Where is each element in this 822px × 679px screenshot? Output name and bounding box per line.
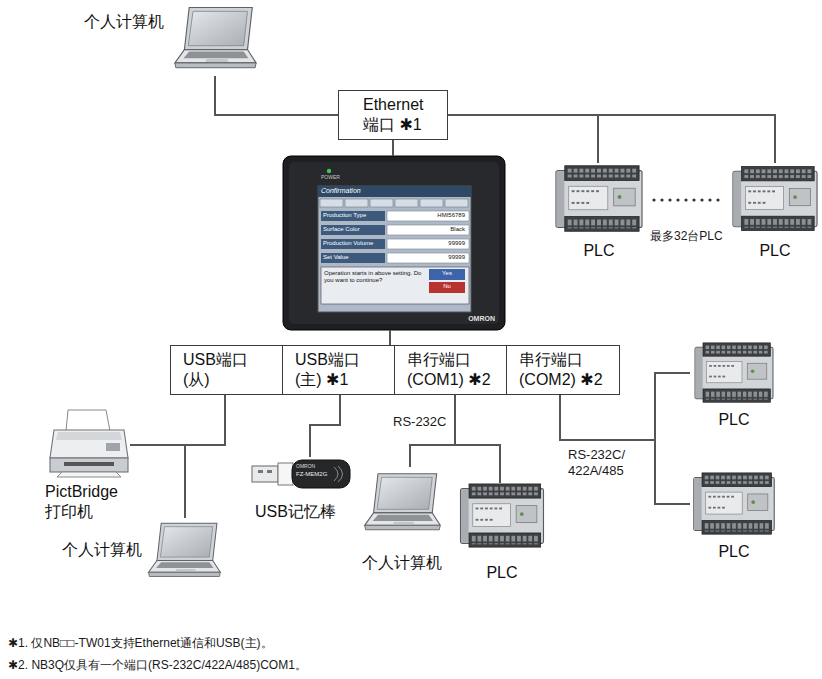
brand-logo: OMRON: [468, 315, 495, 323]
field-name: Production Type: [323, 212, 366, 219]
port-box: 串行端口 (COM1) ✱2: [394, 345, 508, 395]
cable-line: [560, 395, 690, 504]
plc: PLC: [555, 163, 643, 235]
cable-line: [392, 140, 394, 156]
plc-picture: [556, 166, 642, 232]
laptop-picture: [365, 474, 441, 530]
screen-title: Confirmation: [321, 187, 361, 195]
cable-line: [185, 395, 225, 518]
laptop: 个人计算机: [172, 4, 258, 76]
laptop-picture: [149, 523, 221, 576]
plc-picture: [694, 473, 774, 534]
plc-picture: [695, 343, 773, 402]
device-label: PictBridge 打印机: [45, 482, 131, 522]
field-value: Black: [450, 226, 465, 233]
button-label: Yes: [429, 270, 465, 277]
port-box: Ethernet 端口 ✱1: [338, 90, 448, 140]
cable-line: [310, 395, 340, 457]
device-label: 个人计算机: [84, 12, 168, 32]
plc: PLC: [690, 472, 778, 536]
device-label: USB记忆棒: [255, 502, 355, 522]
field-name: Set Value: [323, 254, 349, 261]
plc: PLC: [690, 342, 778, 404]
device-label: PLC: [690, 410, 778, 430]
port-box: USB端口 (从): [170, 345, 284, 395]
field-value: 99999: [448, 254, 465, 261]
printer: PictBridge 打印机: [48, 408, 130, 478]
device-label: PLC: [732, 241, 818, 261]
footnote: ✱2. NB3Q仅具有一个端口(RS-232C/422A/485)COM1。: [8, 658, 307, 672]
cable-line: [130, 395, 225, 445]
field-name: Surface Color: [323, 226, 360, 233]
port-label: USB端口 (主) ✱1: [295, 350, 387, 390]
hmi-panel: POWER ConfirmationProduction Type HMI56789…: [283, 156, 505, 330]
usb-stick-picture: [252, 460, 350, 488]
cable-line: [410, 395, 455, 467]
brand-print: OMRON: [296, 463, 315, 469]
footnote: ✱1. 仅NB□□-TW01支持Ethernet通信和USB(主)。: [8, 636, 273, 650]
field-value: 99999: [448, 240, 465, 247]
port-label: 串行端口 (COM1) ✱2: [407, 350, 499, 390]
device-label: 个人计算机: [62, 540, 144, 560]
cable-line: [455, 395, 500, 483]
printer-picture: [50, 410, 128, 477]
port-label: Ethernet 端口 ✱1: [363, 95, 441, 135]
ellipsis-dots: [652, 198, 719, 201]
plc: PLC: [732, 163, 818, 235]
cable-line: [448, 115, 598, 163]
laptop-picture: [175, 8, 256, 68]
plc-picture: [461, 484, 544, 547]
port-box: 串行端口 (COM2) ✱2: [506, 345, 620, 395]
dialog-text: Operation starts in above setting. Do yo…: [324, 270, 424, 284]
cable-line: [448, 115, 775, 163]
device-label: PLC: [555, 241, 643, 261]
hmi-picture: [283, 156, 505, 330]
device-label: 个人计算机: [352, 553, 452, 573]
port-box: USB端口 (主) ✱1: [282, 345, 396, 395]
count-note: 最多32台PLC: [650, 229, 723, 243]
button-label: No: [429, 283, 465, 290]
field-value: HMI56789: [437, 212, 465, 219]
plc-picture: [733, 167, 817, 231]
field-name: Production Volume: [323, 240, 373, 247]
indicator-label: POWER: [321, 175, 340, 181]
port-label: USB端口 (从): [183, 350, 275, 390]
plc: PLC: [458, 483, 546, 549]
device-label: PLC: [458, 563, 546, 583]
interface-label: RS-232C/ 422A/485: [567, 447, 633, 478]
model-print: FZ-MEM2G: [296, 471, 327, 478]
cable-line: [389, 330, 391, 345]
device-label: PLC: [690, 542, 778, 562]
laptop: 个人计算机: [362, 467, 442, 541]
port-label: 串行端口 (COM2) ✱2: [519, 350, 611, 390]
laptop: 个人计算机: [146, 518, 222, 586]
interface-label: RS-232C: [392, 414, 450, 430]
cable-line: [215, 76, 338, 115]
